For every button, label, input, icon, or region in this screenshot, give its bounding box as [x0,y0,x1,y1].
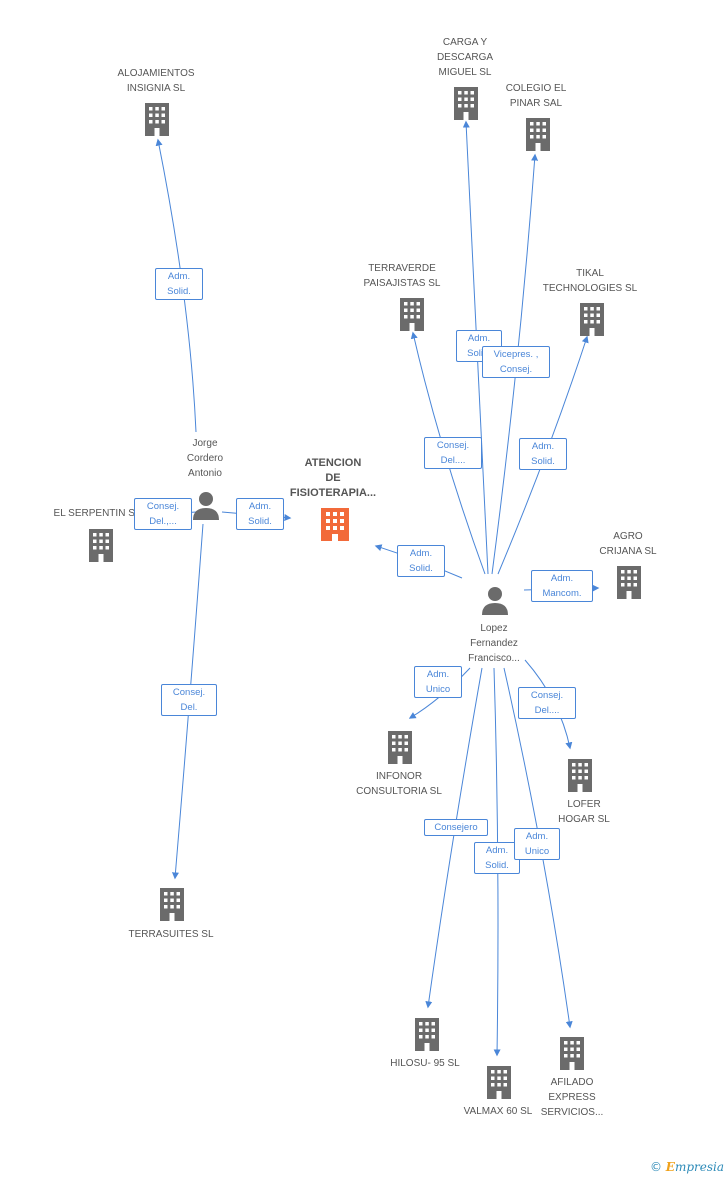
company-carga-label[interactable]: CARGA Y DESCARGA MIGUEL SL [436,37,494,78]
company-hilosu-label[interactable]: HILOSU- 95 SL [390,1058,460,1069]
company-afilado-label[interactable]: AFILADO EXPRESS SERVICIOS... [540,1077,604,1118]
role-badge-lopez-tikal[interactable]: Adm. Solid. [519,438,567,470]
company-lofer-label[interactable]: LOFER HOGAR SL [558,799,610,825]
copyright-symbol: © [649,1160,662,1174]
company-carga-building-icon[interactable] [451,85,481,126]
company-infonor-label[interactable]: INFONOR CONSULTORIA SL [356,771,442,797]
role-badge-lopez-infonor[interactable]: Adm. Unico [414,666,462,698]
brand-initial: E [665,1160,675,1174]
company-agro-label[interactable]: AGRO CRIJANA SL [599,531,657,557]
company-lofer-building-icon[interactable] [565,757,595,798]
company-valmax-label[interactable]: VALMAX 60 SL [463,1106,533,1117]
brand-name: mpresia [674,1160,724,1174]
role-badge-jorge-main[interactable]: Adm. Solid. [236,498,284,530]
main-company-label[interactable]: ATENCION DE FISIOTERAPIA... [289,457,377,499]
main-company-building-icon[interactable] [318,506,352,542]
empresia-brand[interactable]: © Empresia [650,1160,724,1174]
company-terraverde-label[interactable]: TERRAVERDE PAISAJISTAS SL [363,263,441,289]
company-hilosu-building-icon[interactable] [412,1016,442,1057]
company-terraverde-building-icon[interactable] [397,296,427,337]
company-alojamientos-label[interactable]: ALOJAMIENTOS INSIGNIA SL [117,68,195,94]
company-valmax-building-icon[interactable] [484,1064,514,1105]
company-terrasuites-label[interactable]: TERRASUITES SL [128,929,214,940]
edge-lopez-hilosu [425,667,483,1009]
person-lopez-label[interactable]: Lopez Fernandez Francisco... [468,623,520,664]
role-badge-lopez-main[interactable]: Adm. Solid. [397,545,445,577]
role-badge-jorge-alojamientos[interactable]: Adm. Solid. [155,268,203,300]
role-badge-lopez-terraverde[interactable]: Consej. Del.... [424,437,482,469]
role-badge-lopez-afilado[interactable]: Adm. Unico [514,828,560,860]
person-jorge-label[interactable]: Jorge Cordero Antonio [186,438,224,479]
role-badge-lopez-colegio[interactable]: Vicepres. , Consej. [482,346,550,378]
company-tikal-label[interactable]: TIKAL TECHNOLOGIES SL [542,268,638,294]
role-badge-lopez-agro[interactable]: Adm. Mancom. [531,570,593,602]
person-jorge-icon[interactable] [191,490,221,520]
role-badge-lopez-hilosu[interactable]: Consejero [424,819,488,836]
company-serpentin-label[interactable]: EL SERPENTIN SL [53,508,141,519]
role-badge-jorge-terrasuites[interactable]: Consej. Del. [161,684,217,716]
company-alojamientos-building-icon[interactable] [142,101,172,142]
company-colegio-building-icon[interactable] [523,116,553,157]
company-infonor-building-icon[interactable] [385,729,415,770]
company-tikal-building-icon[interactable] [577,301,607,342]
company-colegio-label[interactable]: COLEGIO EL PINAR SAL [505,83,567,109]
company-terrasuites-building-icon[interactable] [157,886,187,927]
role-badge-lopez-valmax[interactable]: Adm. Solid. [474,842,520,874]
role-badge-lopez-lofer[interactable]: Consej. Del.... [518,687,576,719]
person-lopez-icon[interactable] [480,585,510,615]
company-serpentin-building-icon[interactable] [86,527,116,568]
company-afilado-building-icon[interactable] [557,1035,587,1076]
role-badge-jorge-serpentin[interactable]: Consej. Del.,... [134,498,192,530]
company-agro-building-icon[interactable] [614,564,644,605]
